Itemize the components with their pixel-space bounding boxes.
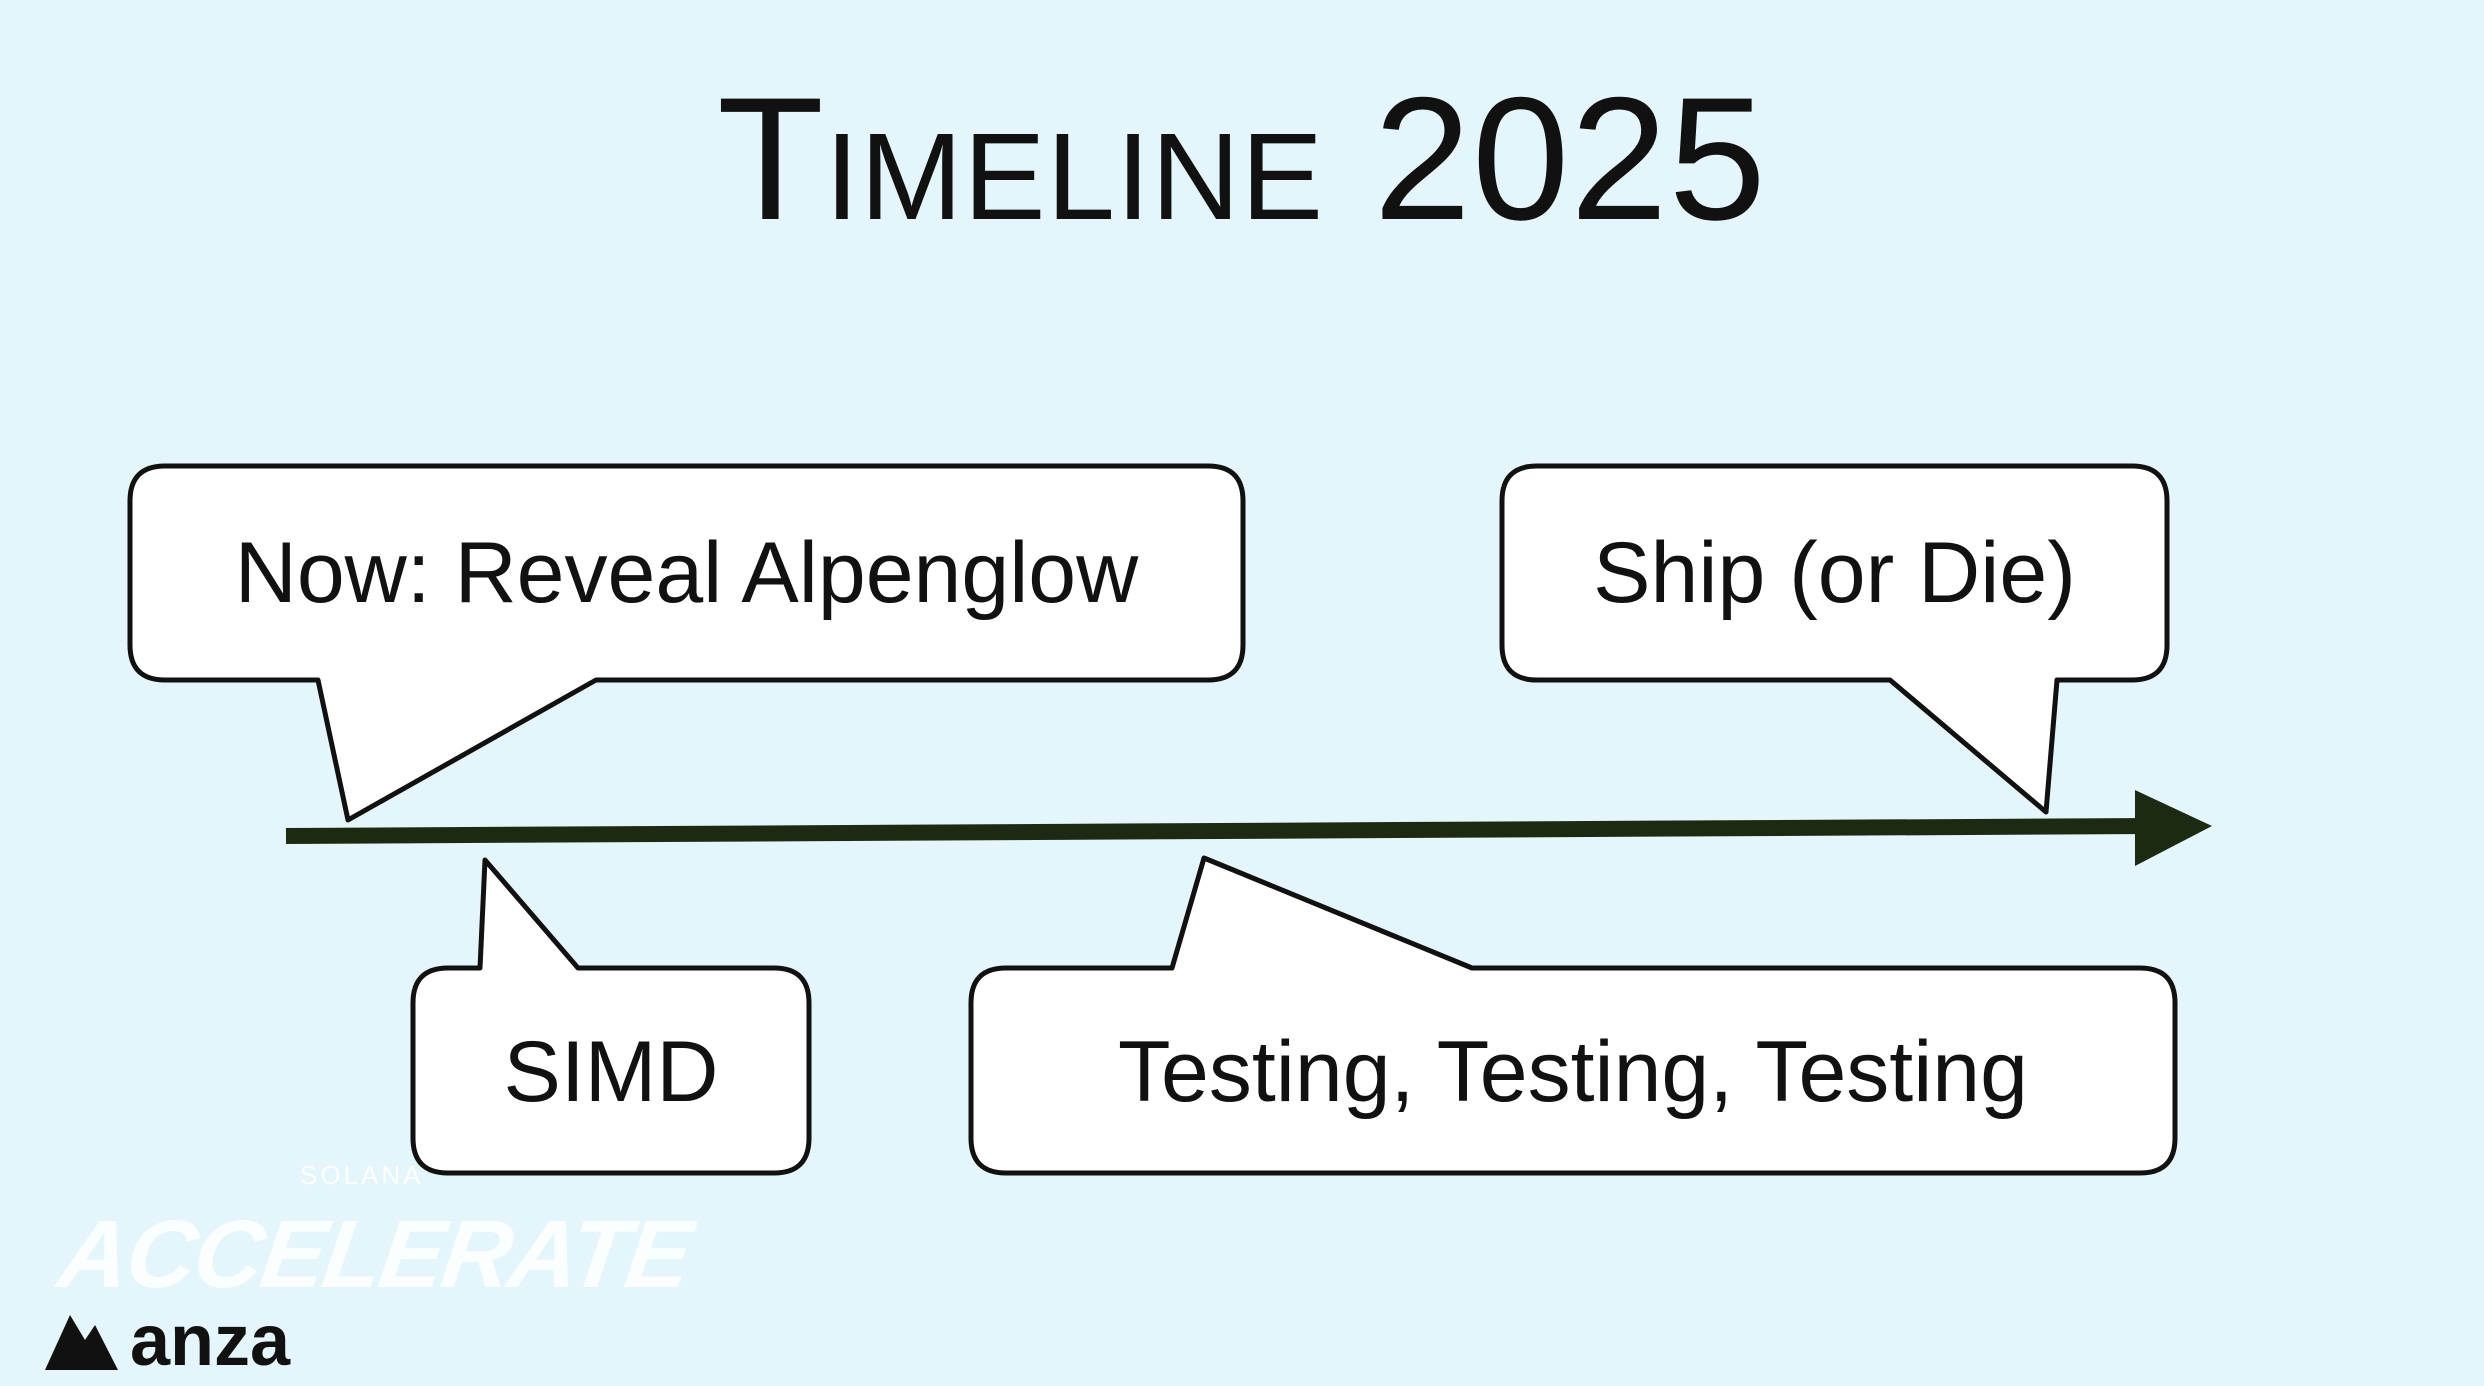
callout-testing-text: Testing, Testing, Testing: [1118, 1024, 2028, 1120]
slide-title: Timeline 2025: [717, 62, 1767, 257]
anza-logo-icon: [45, 1315, 118, 1370]
callout-simd-bubble: [410, 857, 812, 1176]
solana-watermark-text: SOLANA: [300, 1160, 424, 1190]
timeline-line: [285, 818, 2151, 844]
callout-now-bubble: [127, 463, 1246, 823]
anza-logo-text: anza: [130, 1301, 291, 1381]
accelerate-watermark-text: ACCELERATE: [52, 1201, 697, 1308]
timeline-arrowhead: [2135, 790, 2212, 866]
event-watermark: SOLANA ACCELERATE anza: [40, 1160, 696, 1381]
callout-testing-bubble: [968, 855, 2178, 1176]
callout-simd-text: SIMD: [503, 1024, 719, 1120]
callout-now-text: Now: Reveal Alpenglow: [234, 525, 1139, 621]
callout-ship-text: Ship (or Die): [1593, 525, 2076, 621]
callout-ship-bubble: [1499, 463, 2170, 815]
